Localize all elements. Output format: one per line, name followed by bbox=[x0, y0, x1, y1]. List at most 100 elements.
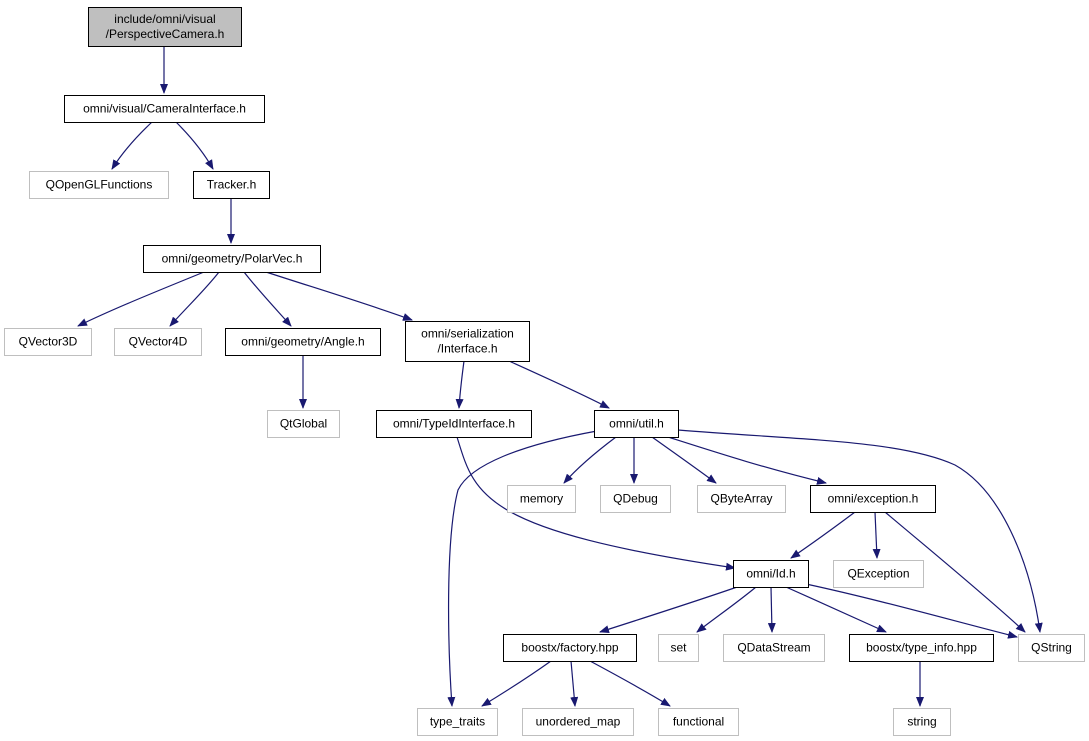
edge-idh-qdatastream bbox=[767, 586, 776, 633]
node-box bbox=[417, 708, 498, 736]
nodes-layer: include/omni/visual/PerspectiveCamera.h o… bbox=[4, 7, 1085, 736]
node-label: boostx/type_info.hpp bbox=[866, 641, 977, 655]
node-label: QVector4D bbox=[129, 335, 188, 349]
node-box bbox=[88, 7, 242, 47]
edge-camif-tracker bbox=[175, 121, 214, 170]
node-box bbox=[405, 321, 530, 362]
node-label: memory bbox=[520, 492, 563, 506]
edges-layer bbox=[77, 46, 1043, 707]
node-box bbox=[849, 634, 994, 662]
node-label: QOpenGLFunctions bbox=[46, 178, 153, 192]
node-label: QtGlobal bbox=[280, 417, 327, 431]
node-qoglf: QOpenGLFunctions bbox=[29, 171, 169, 199]
node-qbytearray: QByteArray bbox=[697, 485, 786, 513]
node-label: omni/TypeIdInterface.h bbox=[393, 417, 515, 431]
node-box bbox=[503, 634, 637, 662]
node-box bbox=[810, 485, 936, 513]
edge-factory-typetraits bbox=[481, 660, 552, 707]
node-qvec4: QVector4D bbox=[114, 328, 202, 356]
node-typeid[interactable]: omni/TypeIdInterface.h bbox=[376, 410, 532, 438]
edge-typeid-idh bbox=[456, 436, 736, 571]
edge-idh-factory bbox=[599, 585, 741, 634]
node-unordered: unordered_map bbox=[522, 708, 634, 736]
node-typeinfo[interactable]: boostx/type_info.hpp bbox=[849, 634, 994, 662]
node-root[interactable]: include/omni/visual/PerspectiveCamera.h bbox=[88, 7, 242, 47]
node-label: omni/serialization bbox=[421, 327, 514, 341]
node-polarvec[interactable]: omni/geometry/PolarVec.h bbox=[143, 245, 321, 273]
node-label: omni/util.h bbox=[609, 417, 664, 431]
edge-util-qstring bbox=[677, 429, 1043, 633]
node-camif[interactable]: omni/visual/CameraInterface.h bbox=[64, 95, 265, 123]
node-label: type_traits bbox=[430, 715, 485, 729]
edge-factory-unordered bbox=[570, 660, 579, 707]
node-box bbox=[594, 410, 679, 438]
edge-serif-typeid bbox=[455, 360, 465, 409]
node-label: QDebug bbox=[613, 492, 658, 506]
edge-util-memory bbox=[563, 436, 617, 484]
node-qtglobal: QtGlobal bbox=[267, 410, 340, 438]
edge-util-qbytearray bbox=[651, 436, 717, 484]
node-label: include/omni/visual bbox=[114, 12, 215, 26]
node-serif[interactable]: omni/serialization/Interface.h bbox=[405, 321, 530, 362]
node-box bbox=[64, 95, 265, 123]
edge-polarvec-serif bbox=[265, 271, 413, 321]
node-label: omni/exception.h bbox=[828, 492, 919, 506]
node-label: QVector3D bbox=[19, 335, 78, 349]
node-label: unordered_map bbox=[536, 715, 621, 729]
node-set: set bbox=[658, 634, 699, 662]
node-box bbox=[267, 410, 340, 438]
node-label: QException bbox=[847, 567, 909, 581]
edge-polarvec-angle bbox=[243, 271, 292, 327]
node-qdebug: QDebug bbox=[600, 485, 671, 513]
node-qvec3: QVector3D bbox=[4, 328, 92, 356]
node-tracker[interactable]: Tracker.h bbox=[193, 171, 270, 199]
node-box bbox=[658, 708, 739, 736]
node-box bbox=[833, 560, 924, 588]
node-box bbox=[658, 634, 699, 662]
node-string: string bbox=[893, 708, 951, 736]
node-label: functional bbox=[673, 715, 724, 729]
node-box bbox=[507, 485, 576, 513]
node-memory: memory bbox=[507, 485, 576, 513]
node-box bbox=[893, 708, 951, 736]
node-box bbox=[522, 708, 634, 736]
node-label: omni/visual/CameraInterface.h bbox=[83, 102, 246, 116]
node-box bbox=[143, 245, 321, 273]
edge-polarvec-qvec3 bbox=[77, 271, 205, 327]
node-label: QDataStream bbox=[737, 641, 810, 655]
node-label: string bbox=[907, 715, 936, 729]
edge-serif-util bbox=[508, 360, 610, 409]
node-label: omni/Id.h bbox=[746, 567, 795, 581]
node-label: QString bbox=[1031, 641, 1072, 655]
node-label: QByteArray bbox=[710, 492, 772, 506]
edge-idh-qstring bbox=[805, 583, 1018, 639]
node-label: /Interface.h bbox=[437, 342, 497, 356]
edge-idh-typeinfo bbox=[785, 586, 887, 633]
node-label: Tracker.h bbox=[207, 178, 257, 192]
node-box bbox=[29, 171, 169, 199]
node-factory[interactable]: boostx/factory.hpp bbox=[503, 634, 637, 662]
edge-factory-functional bbox=[589, 660, 671, 707]
node-qdatastream: QDataStream bbox=[723, 634, 825, 662]
node-util[interactable]: omni/util.h bbox=[594, 410, 679, 438]
node-box bbox=[733, 560, 809, 588]
node-box bbox=[697, 485, 786, 513]
node-exception[interactable]: omni/exception.h bbox=[810, 485, 936, 513]
edge-idh-set bbox=[696, 586, 757, 633]
edge-util-typetraits bbox=[447, 430, 598, 707]
node-box bbox=[723, 634, 825, 662]
edge-camif-qoglf bbox=[111, 121, 153, 170]
node-idh[interactable]: omni/Id.h bbox=[733, 560, 809, 588]
node-angle[interactable]: omni/geometry/Angle.h bbox=[225, 328, 381, 356]
edge-exception-idh bbox=[790, 511, 856, 559]
edge-exception-qstring bbox=[884, 511, 1026, 633]
node-box bbox=[4, 328, 92, 356]
node-qstring: QString bbox=[1018, 634, 1085, 662]
node-typetraits: type_traits bbox=[417, 708, 498, 736]
node-box bbox=[225, 328, 381, 356]
edge-exception-qexception bbox=[872, 511, 881, 559]
node-box bbox=[376, 410, 532, 438]
node-label: set bbox=[670, 641, 687, 655]
edge-polarvec-qvec4 bbox=[169, 271, 220, 327]
